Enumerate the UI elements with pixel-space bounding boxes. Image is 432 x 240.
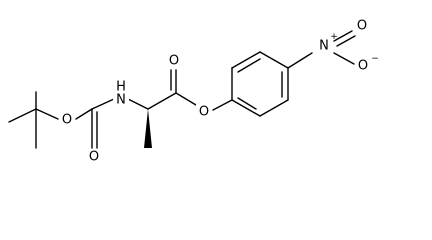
ring-inner-bond-a (237, 58, 261, 73)
atom-o-boc-carbonyl: O (89, 150, 99, 165)
ring-bond-3 (259, 51, 289, 69)
atom-n-amide: N (116, 93, 126, 108)
bond-n-calpha (127, 98, 149, 110)
boc-carbamate (75, 98, 115, 149)
charge-n-plus: + (330, 32, 338, 42)
phenyl-ring (231, 51, 313, 117)
ring-inner-bond-c (237, 97, 257, 110)
atom-o-nitro-single: O (358, 59, 368, 74)
atom-labels: O O N H O O N + O O − (59, 18, 379, 165)
bond-tbu-methyl-left (8, 108, 37, 123)
bond-carbamate-c-n (91, 98, 115, 110)
bond-tbu-c-o (35, 108, 59, 120)
bond-o-carbonyl-c (75, 108, 93, 120)
bond-ester-c-o-single (175, 92, 197, 106)
bond-n-o-single (333, 52, 355, 65)
bond-n-o-double-b (336, 35, 356, 47)
ring-bond-2 (231, 51, 261, 69)
atom-h-amide: H (116, 80, 126, 95)
tert-butyl-group (8, 91, 59, 149)
atom-n-nitro: N (319, 39, 329, 54)
ring-bond-5 (259, 99, 289, 117)
atom-o-boc-ester: O (62, 113, 72, 128)
boc-alanine-4-nitrophenyl-ester-structure: O O N H O O N + O O − (8, 18, 379, 165)
bond-wedge-methyl (144, 109, 152, 148)
alanine-backbone (127, 69, 233, 148)
atom-o-ester-carbonyl: O (169, 54, 179, 69)
bond-calpha-carbonyl (147, 92, 177, 110)
bond-ring-nitro (287, 52, 313, 69)
ring-bond-6 (231, 99, 261, 117)
nitro-group (333, 30, 356, 65)
atom-o-nitro-double: O (357, 19, 367, 34)
charge-o-minus: − (371, 54, 379, 64)
atom-o-ester-aryl: O (199, 105, 209, 120)
bond-o-aryl (212, 99, 233, 111)
bond-n-o-double-a (333, 30, 353, 42)
